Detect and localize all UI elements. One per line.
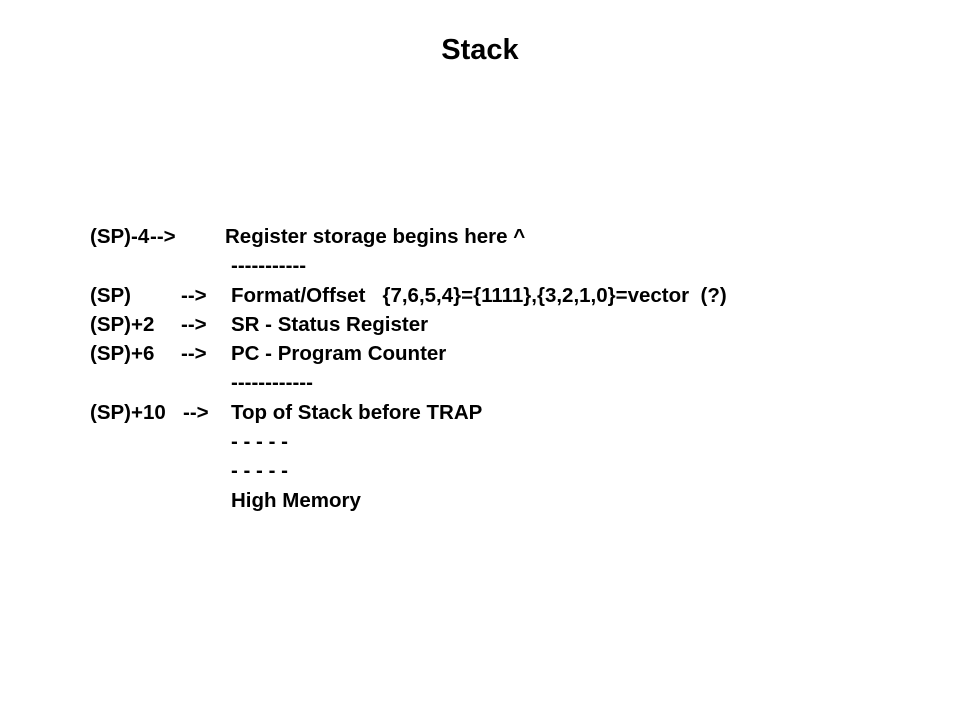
stack-arrow: --> (181, 283, 207, 307)
stack-description: SR - Status Register (231, 312, 429, 336)
stack-offset: (SP)+2 (90, 312, 155, 336)
stack-continuation: - - - - - (231, 459, 288, 483)
stack-row-separator: ----------- (90, 251, 306, 280)
stack-continuation: - - - - - (231, 430, 288, 454)
stack-offset: (SP)+10 (90, 400, 166, 424)
stack-offset: (SP)+6 (90, 342, 155, 366)
stack-arrow: --> (150, 225, 176, 248)
stack-row-sp-plus-2: (SP)+2 --> SR - Status Register (90, 310, 428, 339)
stack-arrow: --> (183, 400, 209, 424)
stack-offset: (SP)-4 (90, 225, 150, 248)
slide-title: Stack (441, 34, 519, 66)
stack-row-high-memory: High Memory (90, 486, 361, 515)
stack-row-sp-minus-4: (SP)-4 --> Register storage begins here … (90, 222, 525, 251)
stack-arrow: --> (181, 312, 207, 336)
stack-separator: ----------- (231, 254, 307, 278)
stack-description: PC - Program Counter (231, 342, 447, 366)
stack-arrow: --> (181, 342, 207, 366)
stack-row-continuation: - - - - - (90, 456, 288, 485)
stack-separator: ------------ (231, 371, 313, 395)
stack-frame-diagram: (SP)-4 --> Register storage begins here … (90, 222, 727, 515)
stack-offset: (SP) (90, 283, 131, 307)
stack-row-sp-plus-6: (SP)+6 --> PC - Program Counter (90, 339, 446, 368)
stack-description: Format/Offset {7,6,5,4}={1111},{3,2,1,0}… (231, 283, 727, 307)
stack-row-sp-plus-10: (SP)+10 --> Top of Stack before TRAP (90, 398, 482, 427)
stack-row-separator: ------------ (90, 368, 313, 397)
stack-description: Register storage begins here ^ (225, 225, 526, 248)
stack-row-sp: (SP) --> Format/Offset {7,6,5,4}={1111},… (90, 281, 727, 310)
stack-high-memory-label: High Memory (231, 488, 361, 512)
stack-description: Top of Stack before TRAP (231, 400, 483, 424)
stack-row-continuation: - - - - - (90, 427, 288, 456)
